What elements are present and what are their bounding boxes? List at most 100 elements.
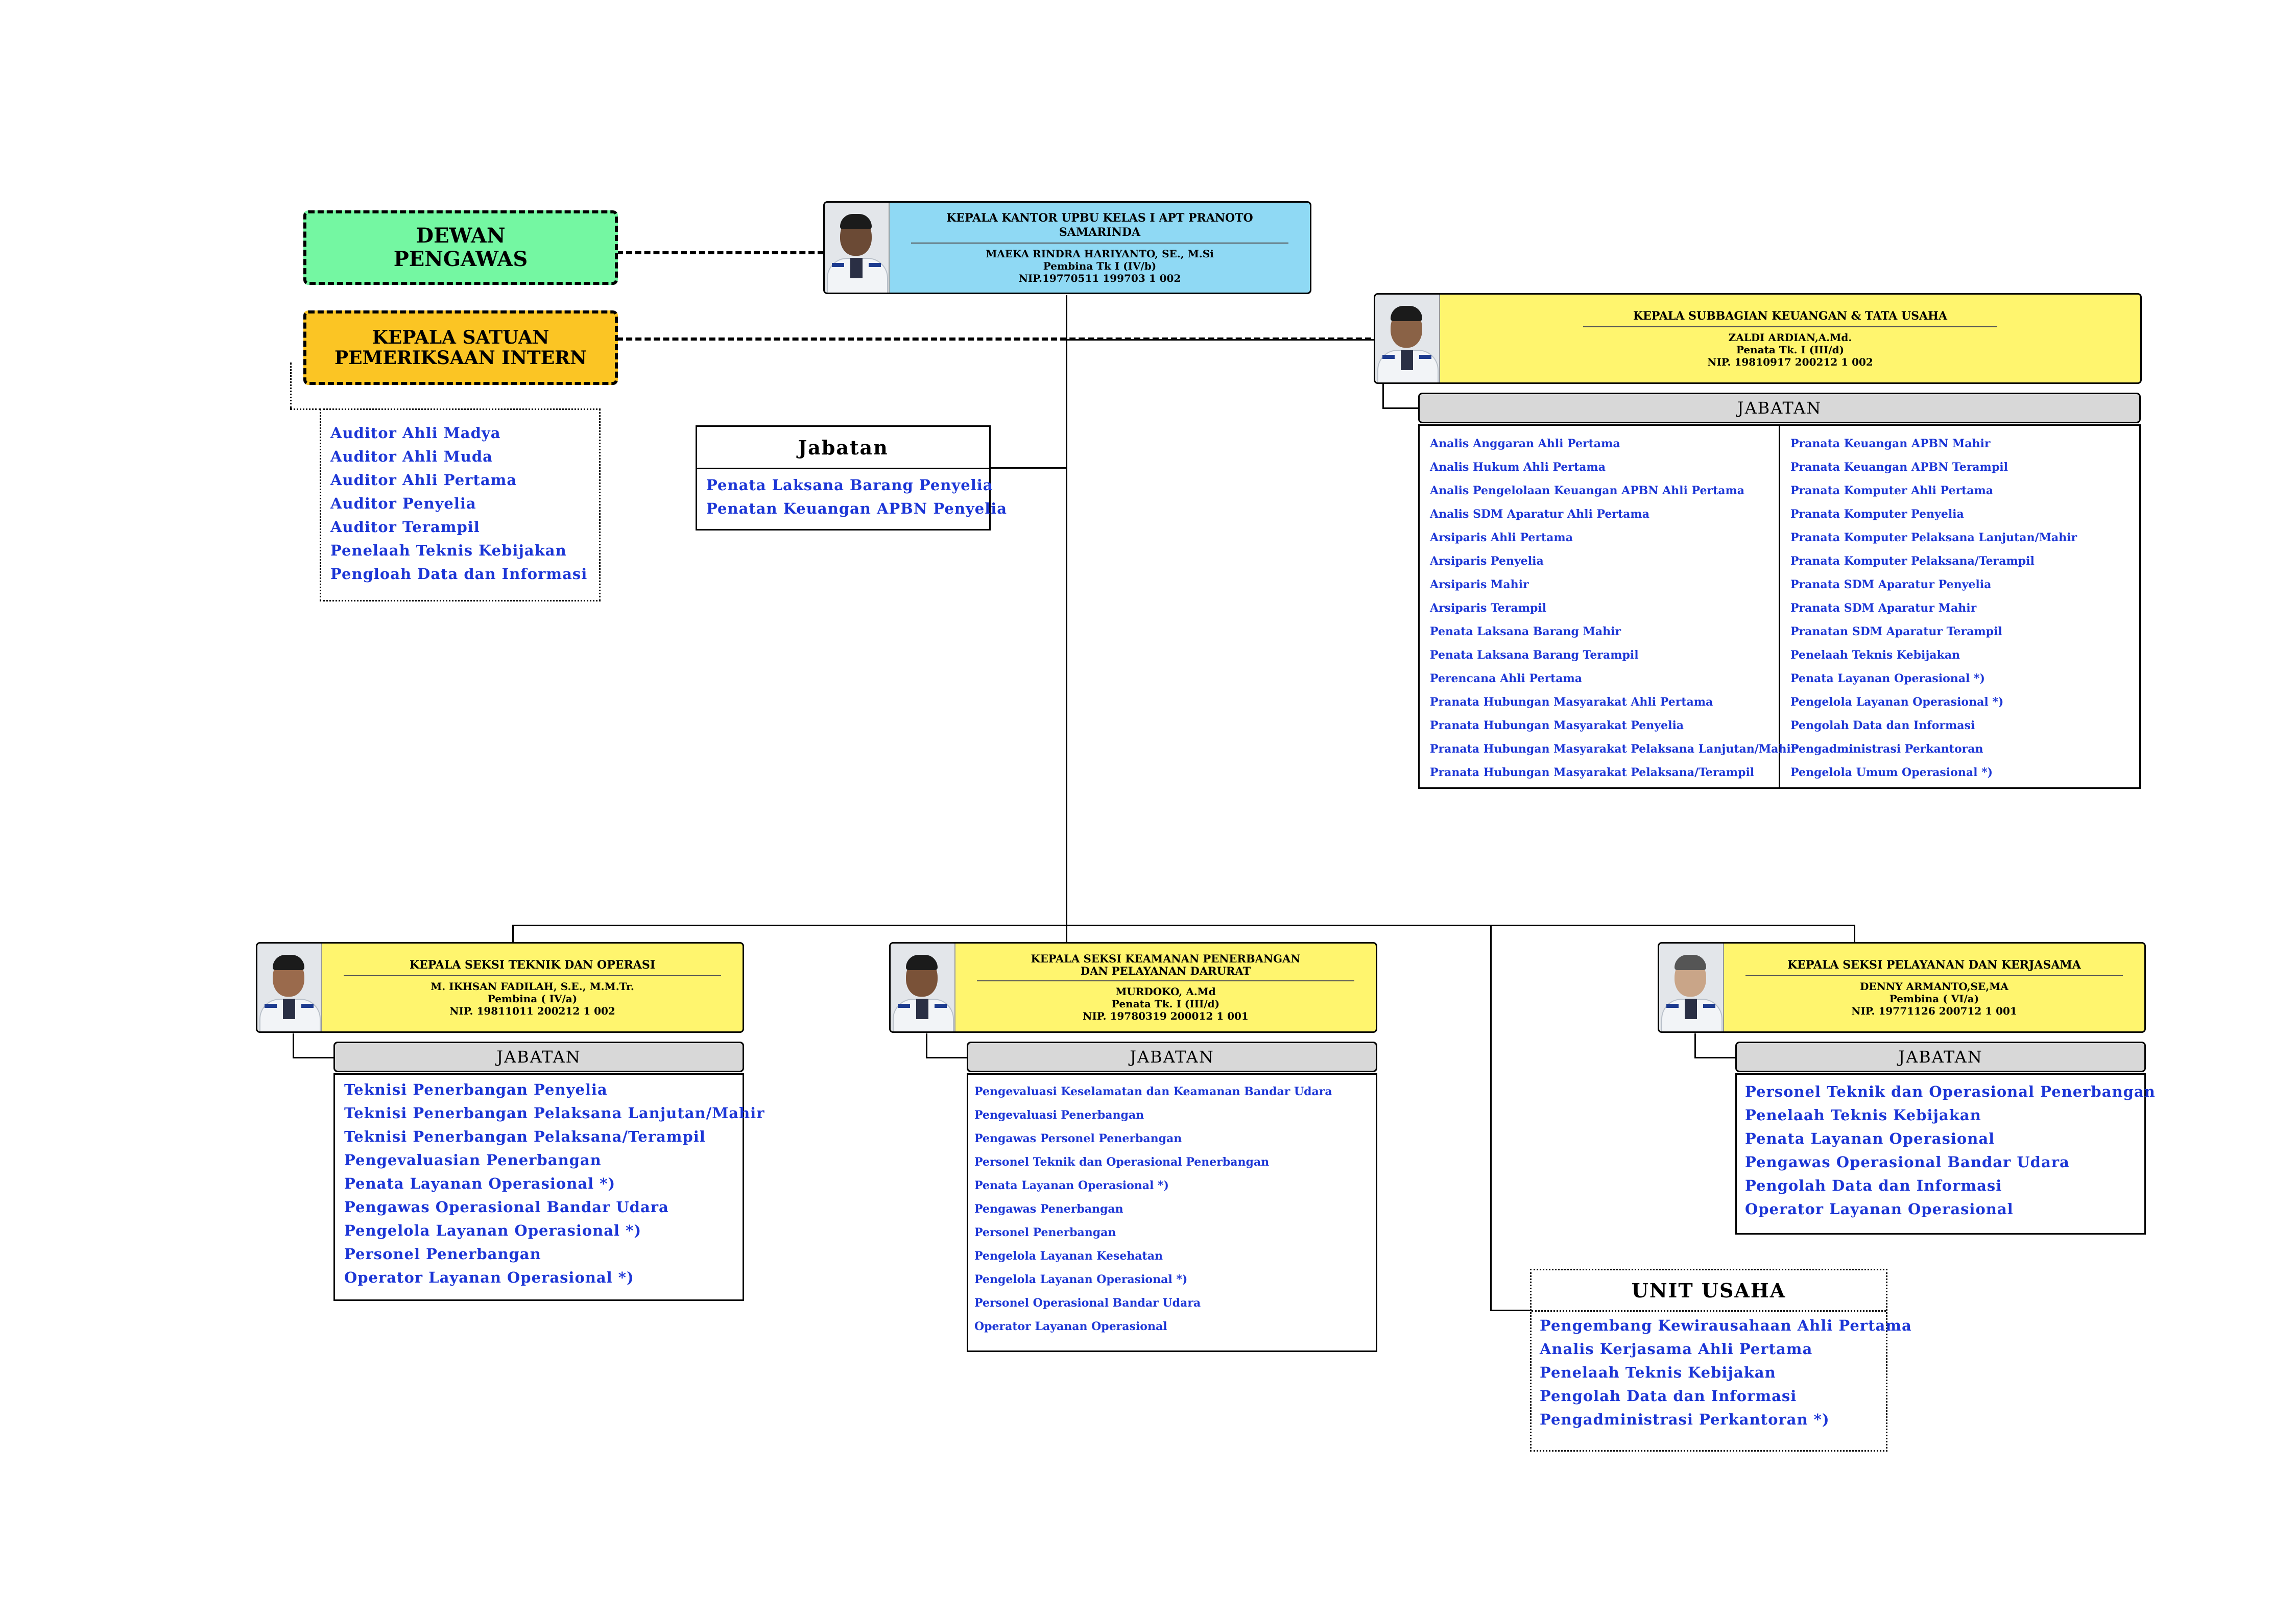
list-item: Pranata Komputer Pelaksana/Terampil (1790, 554, 2035, 568)
list-item: Pengevaluasi Keselamatan dan Keamanan Ba… (974, 1085, 1332, 1098)
spi-dotted-drop (290, 363, 292, 408)
list-item: Teknisi Penerbangan Pelaksana Lanjutan/M… (344, 1104, 765, 1122)
unit-usaha-list: Pengembang Kewirausahaan Ahli Pertama An… (1532, 1312, 1912, 1431)
list-item: Pengawas Operasional Bandar Udara (1745, 1153, 2070, 1171)
list-item: Operator Layanan Operasional (1745, 1200, 2014, 1218)
kepala-keuangan-photo (1375, 295, 1440, 382)
list-item: Teknisi Penerbangan Pelaksana/Terampil (344, 1128, 706, 1145)
list-item: Pengawas Penerbangan (974, 1202, 1123, 1216)
list-item: Penata Layanan Operasional *) (344, 1175, 616, 1192)
kepala-keuangan-card: KEPALA SUBBAGIAN KEUANGAN & TATA USAHA Z… (1374, 293, 2142, 384)
kepala-teknik-card: KEPALA SEKSI TEKNIK DAN OPERASI M. IKHSA… (256, 942, 744, 1033)
list-item: Analis Hukum Ahli Pertama (1430, 461, 1606, 474)
sections-bus (512, 925, 1855, 926)
teknik-elbow-v (293, 1033, 294, 1058)
keuangan-jabatan-header: JABATAN (1418, 393, 2141, 423)
keamanan-elbow-v (926, 1033, 927, 1058)
list-item: Personel Penerbangan (974, 1226, 1116, 1239)
teknik-jabatan-header: JABATAN (333, 1042, 744, 1072)
list-item: Operator Layanan Operasional *) (344, 1269, 634, 1286)
list-item: Analis Kerjasama Ahli Pertama (1540, 1340, 1813, 1358)
pelayanan-jabatan-list-box: Personel Teknik dan Operasional Penerban… (1735, 1073, 2156, 1235)
list-item: Auditor Ahli Muda (330, 448, 493, 465)
pelayanan-jabatan-header: JABATAN (1735, 1042, 2146, 1072)
kepala-keamanan-title-line1: KEPALA SEKSI KEAMANAN PENERBANGAN (1031, 952, 1301, 965)
list-item: Pengelola Layanan Kesehatan (974, 1249, 1163, 1263)
kepala-keamanan-title: KEPALA SEKSI KEAMANAN PENERBANGAN DAN PE… (977, 953, 1354, 981)
kepala-teknik-nip: NIP. 19811011 200212 1 002 (449, 1005, 615, 1017)
list-item: Arsiparis Terampil (1430, 601, 1547, 615)
list-item: Auditor Ahli Pertama (330, 471, 517, 489)
dewan-line2: PENGAWAS (393, 247, 528, 271)
list-item: Penelaah Teknis Kebijakan (1745, 1106, 1981, 1124)
teknik-drop (512, 925, 514, 944)
list-item: Penata Laksana Barang Mahir (1430, 625, 1621, 638)
list-item: Penatan Keuangan APBN Penyelia (706, 500, 1008, 517)
list-item: Penata Layanan Operasional *) (1790, 672, 1985, 685)
kepala-kantor-nip: NIP.19770511 199703 1 002 (1018, 272, 1181, 284)
list-item: Pranata Komputer Ahli Pertama (1790, 484, 1994, 497)
list-item: Pranata Komputer Pelaksana Lanjutan/Mahi… (1790, 531, 2077, 544)
spi-box: KEPALA SATUAN PEMERIKSAAN INTERN (303, 310, 618, 385)
jabatan-direct-box: Jabatan Penata Laksana Barang Penyelia P… (696, 425, 1008, 530)
list-item: Arsiparis Ahli Pertama (1430, 531, 1573, 544)
list-item: Pranata SDM Aparatur Penyelia (1790, 578, 1992, 591)
kepala-keuangan-title: KEPALA SUBBAGIAN KEUANGAN & TATA USAHA (1583, 309, 1997, 327)
list-item: Pengevaluasi Penerbangan (974, 1108, 1144, 1122)
kepala-teknik-rank: Pembina ( IV/a) (487, 993, 578, 1005)
list-item: Auditor Penyelia (330, 495, 476, 512)
list-item: Pengevaluasian Penerbangan (344, 1151, 602, 1169)
list-item: Pengolah Data dan Informasi (1790, 719, 1975, 732)
list-item: Pengelola Layanan Operasional *) (344, 1222, 642, 1239)
list-item: Penelaah Teknis Kebijakan (1790, 648, 1960, 662)
kepala-teknik-name: M. IKHSAN FADILAH, S.E., M.M.Tr. (430, 980, 634, 993)
list-item: Teknisi Penerbangan Penyelia (344, 1081, 608, 1098)
list-item: Pengawas Personel Penerbangan (974, 1132, 1182, 1145)
list-item: Pengolah Data dan Informasi (1745, 1177, 2002, 1194)
trunk-line (1066, 295, 1067, 926)
list-item: Arsiparis Mahir (1430, 578, 1529, 591)
list-item: Perencana Ahli Pertama (1430, 672, 1583, 685)
list-item: Pengelola Layanan Operasional *) (974, 1273, 1188, 1286)
keamanan-jabatan-list-box: Pengevaluasi Keselamatan dan Keamanan Ba… (967, 1073, 1377, 1352)
kepala-keuangan-name: ZALDI ARDIAN,A.Md. (1728, 331, 1852, 344)
list-item: Pranata Hubungan Masyarakat Penyelia (1430, 719, 1684, 732)
list-item: Pranata Komputer Penyelia (1790, 508, 1964, 521)
keamanan-elbow-h (926, 1057, 967, 1058)
kepala-kantor-photo (825, 203, 890, 293)
kepala-kantor-name: MAEKA RINDRA HARIYANTO, SE., M.Si (986, 248, 1214, 260)
kepala-pelayanan-nip: NIP. 19771126 200712 1 001 (1851, 1005, 2017, 1017)
list-item: Pengelola Umum Operasional *) (1790, 766, 1993, 779)
keuangan-elbow-h (1382, 407, 1418, 409)
pelayanan-elbow-v (1694, 1033, 1696, 1058)
list-item: Penelaah Teknis Kebijakan (1540, 1364, 1776, 1381)
teknik-elbow-h (293, 1057, 333, 1058)
list-item: Pranata Keuangan APBN Terampil (1790, 461, 2008, 474)
dewan-line1: DEWAN (416, 224, 506, 248)
keamanan-jabatan-header: JABATAN (967, 1042, 1377, 1072)
spi-dotted-elbow (290, 408, 321, 410)
list-item: Pengolah Data dan Informasi (1540, 1387, 1797, 1405)
list-item: Analis SDM Aparatur Ahli Pertama (1430, 508, 1649, 521)
teknik-jabatan-list: Teknisi Penerbangan Penyelia Teknisi Pen… (335, 1075, 765, 1289)
pelayanan-elbow-h (1694, 1057, 1735, 1058)
list-item: Pranata SDM Aparatur Mahir (1790, 601, 1977, 615)
kepala-teknik-title: KEPALA SEKSI TEKNIK DAN OPERASI (344, 958, 721, 976)
list-item: Penata Layanan Operasional *) (974, 1179, 1169, 1192)
jabatan-direct-header: Jabatan (697, 427, 989, 469)
dewan-dashed-connector (617, 251, 824, 254)
list-item: Operator Layanan Operasional (974, 1320, 1167, 1333)
pelayanan-jabatan-list: Personel Teknik dan Operasional Penerban… (1737, 1075, 2156, 1221)
kepala-keuangan-nip: NIP. 19810917 200212 1 002 (1707, 356, 1873, 368)
list-item: Pranatan SDM Aparatur Terampil (1790, 625, 2002, 638)
list-item: Pengadministrasi Perkantoran (1790, 742, 1983, 756)
pelayanan-drop (1854, 925, 1855, 944)
list-item: Pranata Hubungan Masyarakat Ahli Pertama (1430, 695, 1713, 709)
list-item: Personel Penerbangan (344, 1245, 541, 1263)
list-item: Auditor Terampil (330, 518, 480, 536)
list-item: Pengembang Kewirausahaan Ahli Pertama (1540, 1317, 1912, 1334)
list-item: Analis Pengelolaan Keuangan APBN Ahli Pe… (1430, 484, 1745, 497)
keamanan-drop (1066, 925, 1067, 944)
list-item: Pranata Hubungan Masyarakat Pelaksana/Te… (1430, 766, 1755, 779)
list-item: Personel Teknik dan Operasional Penerban… (1745, 1083, 2156, 1100)
